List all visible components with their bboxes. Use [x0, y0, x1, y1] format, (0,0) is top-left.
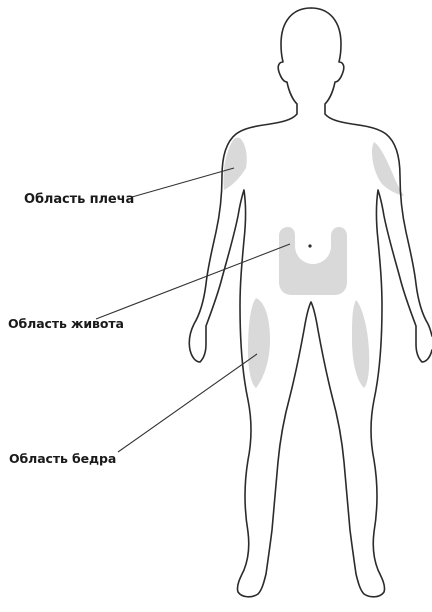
label-shoulder-area: Область плеча — [24, 192, 134, 207]
leader-line-shoulder — [132, 168, 234, 197]
zone-left-thigh — [248, 298, 270, 388]
zone-abdomen — [279, 227, 347, 295]
injection-zones — [223, 138, 404, 388]
label-abdomen-area: Область живота — [8, 316, 124, 331]
zone-right-thigh — [352, 300, 369, 388]
leader-line-thigh — [118, 354, 257, 452]
navel-dot — [308, 244, 311, 247]
label-thigh-area: Область бедра — [9, 451, 116, 466]
body-outline — [189, 8, 432, 597]
